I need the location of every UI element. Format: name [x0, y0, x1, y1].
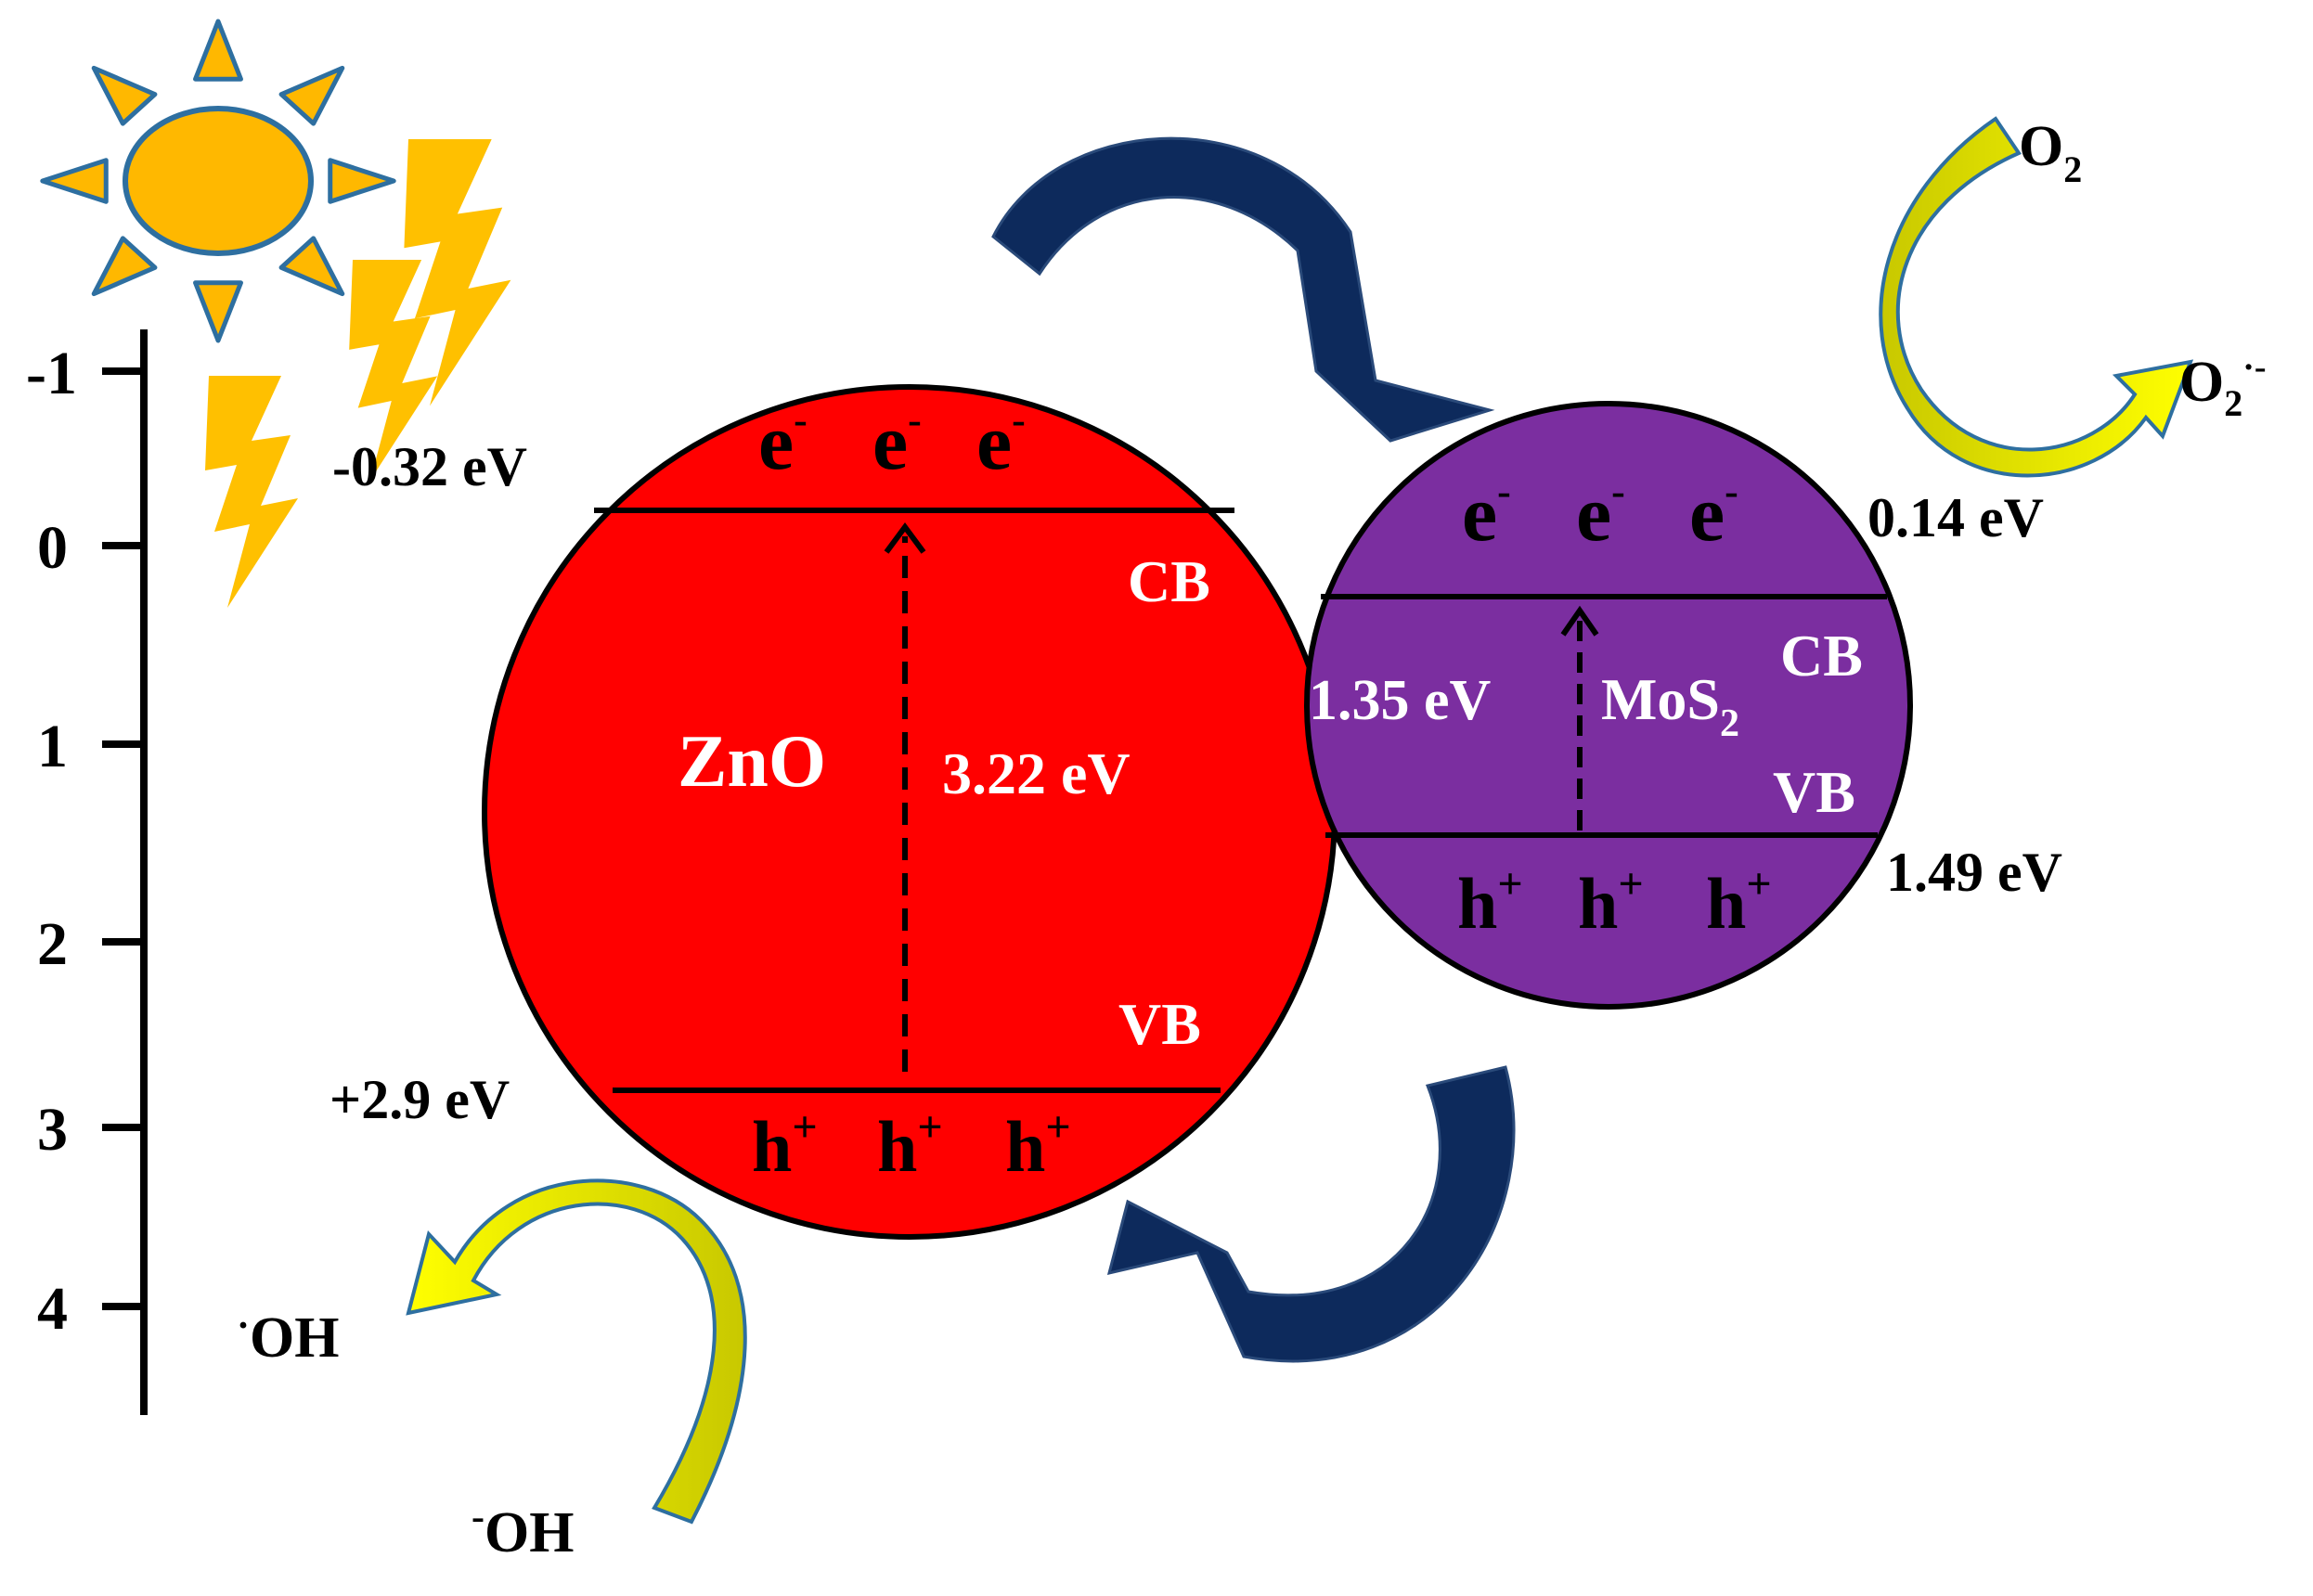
sun-ray — [328, 158, 396, 204]
mos2-vb-potential: 1.49 eV — [1886, 842, 2062, 903]
oh-oxidation-arrow — [406, 1178, 747, 1525]
lightning-icon — [205, 376, 298, 608]
energy-axis: -1 0 1 2 3 4 — [26, 329, 148, 1415]
mos2-arrowhead — [1560, 605, 1599, 637]
hydroxyl-radical-label: ·OH — [237, 1305, 339, 1370]
zno-hole-1: h+ — [752, 1102, 818, 1187]
mos2-hole-1: h+ — [1457, 859, 1523, 944]
zno-cb-label: CB — [1128, 548, 1210, 614]
mos2-hole-2: h+ — [1578, 859, 1644, 944]
sun-ray — [278, 65, 345, 126]
hydroxide-label: -OH — [472, 1496, 574, 1564]
electron-transfer-arrow — [991, 136, 1495, 443]
mos2-circle — [1304, 401, 1913, 1010]
zno-arrowhead — [884, 521, 926, 554]
lightning-icon — [404, 139, 511, 406]
o2-radical-label: O2·- — [2179, 348, 2267, 424]
sun-ray — [91, 65, 158, 126]
sun-ray — [278, 236, 345, 297]
zno-electron-2: e- — [872, 397, 922, 486]
sun-disc — [123, 106, 314, 256]
sun-ray — [193, 19, 243, 82]
mos2-hole-3: h+ — [1706, 859, 1772, 944]
zno-vb-label: VB — [1118, 991, 1201, 1057]
mos2-vb-label: VB — [1773, 759, 1855, 825]
zno-hole-3: h+ — [1005, 1102, 1071, 1187]
mos2-electron-3: e- — [1689, 469, 1738, 558]
mos2-electron-1: e- — [1462, 469, 1511, 558]
zno-electron-3: e- — [976, 397, 1026, 486]
lightning-icon-group — [205, 139, 511, 608]
mos2-cb-potential: 0.14 eV — [1867, 487, 2044, 548]
sun-ray — [91, 236, 158, 297]
sun-ray — [193, 280, 243, 343]
zno-hole-2: h+ — [877, 1102, 943, 1187]
zno-vb-potential: +2.9 eV — [330, 1069, 510, 1130]
o2-label: O2 — [2019, 115, 2082, 190]
lightning-icon — [349, 260, 438, 481]
axis-tick-label: 0 — [37, 514, 68, 582]
sun-rays — [40, 19, 396, 343]
axis-tick-label: 1 — [37, 713, 68, 780]
axis-tick-label: 3 — [37, 1096, 68, 1164]
zno-electron-1: e- — [758, 397, 808, 486]
axis-tick-label: -1 — [26, 340, 77, 407]
o2-reduction-arrow — [1879, 116, 2194, 478]
mos2-name: MoS2 — [1601, 666, 1739, 745]
sun-ray — [40, 158, 109, 204]
hole-transfer-arrow — [1106, 1065, 1516, 1363]
zno-gap-label: 3.22 eV — [942, 740, 1131, 806]
mos2-cb-label: CB — [1780, 623, 1863, 689]
zno-particle: e- e- e- CB ZnO 3.22 eV VB h+ h+ h+ — [482, 384, 1337, 1240]
zno-cb-potential: -0.32 eV — [332, 436, 527, 497]
mos2-electron-2: e- — [1576, 469, 1625, 558]
axis-tick-label: 2 — [37, 910, 68, 978]
axis-tick-label: 4 — [37, 1275, 68, 1343]
sun-icon — [40, 19, 396, 343]
mos2-particle: e- e- e- 1.35 eV MoS2 CB VB h+ h+ h+ — [1304, 401, 1913, 1010]
mos2-gap-label: 1.35 eV — [1309, 669, 1492, 732]
zno-name: ZnO — [678, 721, 826, 803]
